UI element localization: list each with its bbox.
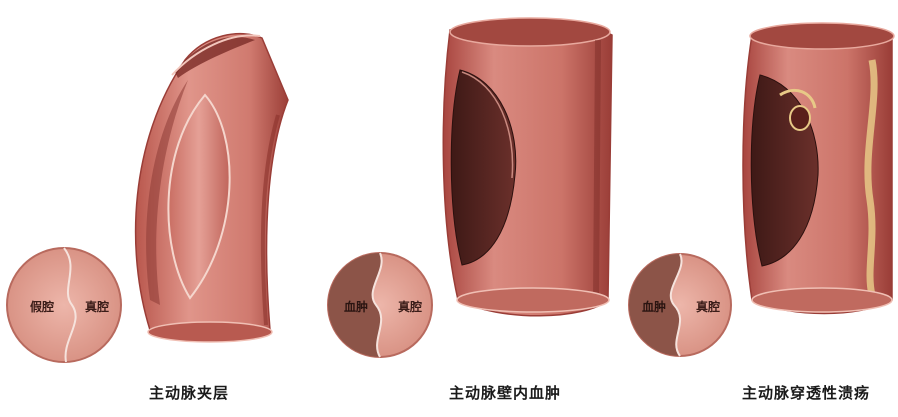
caption-penetrating-ulcer: 主动脉穿透性溃疡 [742,382,870,403]
vessel-right-edge [596,40,598,298]
section-label-true-lumen: 真腔 [696,299,720,314]
section-label-true-lumen: 真腔 [85,299,109,314]
ulcer-crater [790,106,810,130]
section-label-true-lumen: 真腔 [398,299,422,314]
caption-aortic-dissection: 主动脉夹层 [149,382,229,403]
cross-section-ulcer: 血肿 真腔 [629,254,731,356]
section-label-hematoma: 血肿 [344,299,368,314]
section-label-false-lumen: 假腔 [30,299,54,314]
caption-intramural-hematoma: 主动脉壁内血肿 [449,382,561,403]
panel-intramural-hematoma: 血肿 真腔 [328,18,612,357]
cross-section-dissection: 假腔 真腔 [7,248,121,362]
section-label-hematoma: 血肿 [642,299,666,314]
vessel-top-rim [450,18,610,46]
vessel-bottom-rim [752,288,892,312]
vessel-bottom-rim [457,288,609,312]
vessel-bottom-rim [148,322,272,342]
vessel-top-rim [750,23,894,49]
panel-dissection: 假腔 真腔 [7,34,288,362]
panel-penetrating-ulcer: 血肿 真腔 [629,23,894,356]
cross-section-hematoma: 血肿 真腔 [328,253,432,357]
